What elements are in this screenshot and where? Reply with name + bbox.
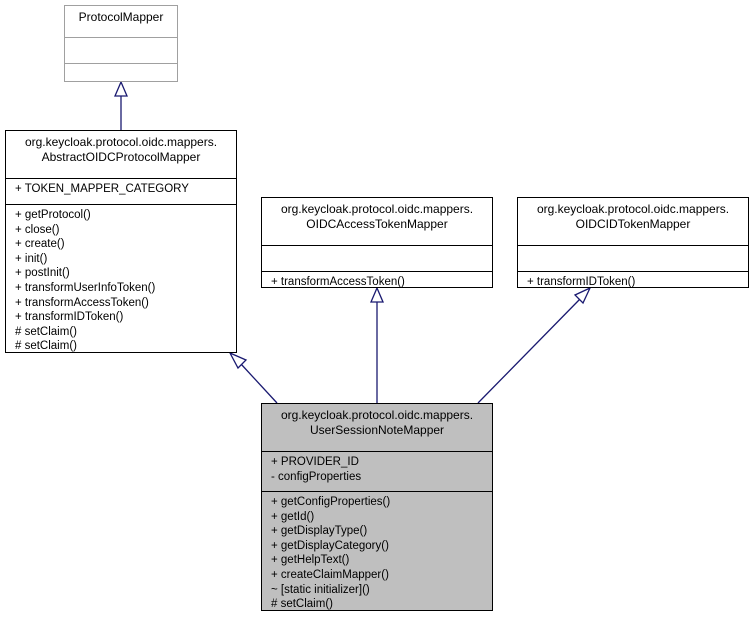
class-protocol-mapper: ProtocolMapper <box>64 5 178 82</box>
class-name-line: AbstractOIDCProtocolMapper <box>41 150 201 164</box>
class-user-session-note-mapper: org.keycloak.protocol.oidc.mappers.UserS… <box>261 403 493 611</box>
attributes-section: + PROVIDER_ID - configProperties <box>262 451 492 491</box>
class-title: org.keycloak.protocol.oidc.mappers.UserS… <box>262 404 492 451</box>
class-name-line: OIDCIDTokenMapper <box>575 217 691 231</box>
method-entry: + createClaimMapper() <box>271 568 389 581</box>
method-entry: + transformIDToken() <box>527 276 636 288</box>
method-entry: + getId() <box>271 510 315 523</box>
class-abstract-oidc-protocol-mapper: org.keycloak.protocol.oidc.mappers.Abstr… <box>5 130 237 353</box>
method-entry: + getDisplayType() <box>271 525 368 538</box>
methods-section: + transformIDToken() <box>518 271 748 293</box>
method-entry: # setClaim() <box>15 340 77 353</box>
class-title: org.keycloak.protocol.oidc.mappers.Abstr… <box>6 131 236 178</box>
edge-arrowhead <box>370 286 384 303</box>
class-title: org.keycloak.protocol.oidc.mappers.OIDCA… <box>262 198 492 245</box>
attribute-entry: - configProperties <box>271 470 362 483</box>
edge-arrowhead <box>573 286 592 305</box>
methods-section: + transformAccessToken() <box>262 271 492 293</box>
methods-section <box>65 63 177 89</box>
method-entry: + transformAccessToken() <box>271 276 405 288</box>
method-entry: # setClaim() <box>271 598 333 611</box>
method-entry: + create() <box>15 238 65 251</box>
attributes-section <box>518 245 748 271</box>
method-entry: + init() <box>15 252 48 265</box>
class-name-line: org.keycloak.protocol.oidc.mappers. <box>280 202 474 216</box>
method-entry: ~ [static initializer]() <box>271 583 370 596</box>
method-entry: + getProtocol() <box>15 209 91 221</box>
class-name-line: org.keycloak.protocol.oidc.mappers. <box>24 135 218 149</box>
methods-section: + getProtocol() + close() + create()+ init… <box>6 204 236 357</box>
method-entry: + getConfigProperties() <box>271 496 391 508</box>
class-oidc-idtoken-mapper: org.keycloak.protocol.oidc.mappers.OIDCI… <box>517 197 749 288</box>
attributes-section: + TOKEN_MAPPER_CATEGORY <box>6 178 236 204</box>
class-title: ProtocolMapper <box>65 6 177 37</box>
class-title: org.keycloak.protocol.oidc.mappers.OIDCI… <box>518 198 748 245</box>
method-entry: + postInit() <box>15 267 70 280</box>
class-name-line: org.keycloak.protocol.oidc.mappers. <box>280 408 474 422</box>
method-entry: + transformUserInfoToken() <box>15 281 156 294</box>
class-name-line: ProtocolMapper <box>78 10 164 24</box>
method-entry: + close() <box>15 223 60 236</box>
class-name-line: UserSessionNoteMapper <box>309 423 445 437</box>
attribute-entry: + TOKEN_MAPPER_CATEGORY <box>15 183 189 195</box>
method-entry: + transformAccessToken() <box>15 296 149 309</box>
attributes-section <box>262 245 492 271</box>
attribute-entry: + PROVIDER_ID <box>271 456 359 468</box>
class-name-line: OIDCAccessTokenMapper <box>306 217 448 231</box>
attributes-section <box>65 37 177 63</box>
edge-usersession-to-abstract <box>240 363 278 404</box>
method-entry: + transformIDToken() <box>15 311 124 324</box>
method-entry: + getHelpText() <box>271 554 350 567</box>
class-oidc-access-token-mapper: org.keycloak.protocol.oidc.mappers.OIDCA… <box>261 197 493 288</box>
method-entry: # setClaim() <box>15 325 77 338</box>
edge-arrowhead <box>228 351 248 370</box>
method-entry: + getDisplayCategory() <box>271 539 389 552</box>
class-name-line: org.keycloak.protocol.oidc.mappers. <box>536 202 730 216</box>
edge-arrowhead <box>114 80 128 97</box>
edge-usersession-to-idtoken <box>477 298 581 404</box>
methods-section: + getConfigProperties() + getId() + getDis… <box>262 491 492 615</box>
